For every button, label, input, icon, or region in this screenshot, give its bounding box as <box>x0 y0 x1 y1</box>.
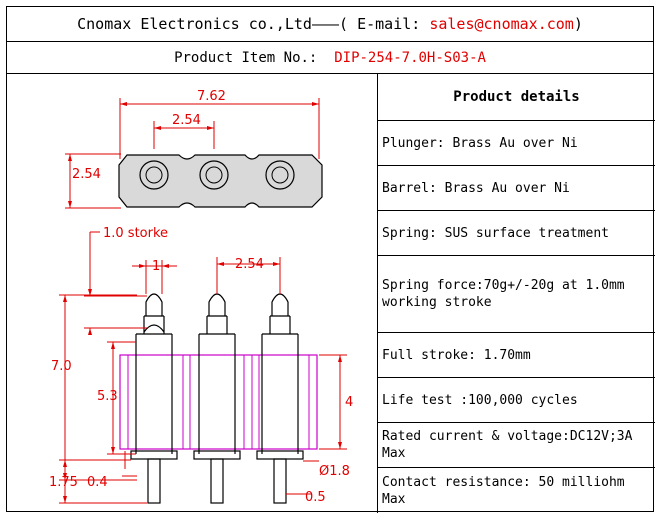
top-hole-inner-1 <box>145 166 163 184</box>
side-dimensions <box>59 231 347 504</box>
top-hole-outer-3 <box>265 160 295 190</box>
header-close-paren: ) <box>573 15 583 33</box>
detail-barrel: Barrel: Brass Au over Ni <box>378 166 655 211</box>
dim-height-top: 2.54 <box>72 167 101 182</box>
top-view-body <box>118 154 323 208</box>
top-arrows <box>68 102 319 208</box>
dim-tail-dia: Ø1.8 <box>319 464 350 479</box>
top-view <box>118 154 323 208</box>
email-link[interactable]: sales@cnomax.com <box>429 15 574 33</box>
pin-3 <box>256 293 304 504</box>
product-item-bar: Product Item No.: DIP-254-7.0H-S03-A <box>7 42 653 74</box>
dim-pitch: 2.54 <box>172 113 201 128</box>
dim-body: 5.3 <box>97 389 118 404</box>
top-dimensions <box>65 98 320 209</box>
dim-plunger: 1 <box>152 259 160 274</box>
top-hole-inner-2 <box>205 166 223 184</box>
detail-contact-resistance: Contact resistance: 50 milliohm Max <box>382 474 625 507</box>
stroke-note: 1.0 storke <box>103 226 168 241</box>
product-item-value: DIP-254-7.0H-S03-A <box>334 49 486 66</box>
details-panel: Product details Plunger: Brass Au over N… <box>378 74 655 513</box>
dim-pitch-total: 7.62 <box>197 89 226 104</box>
top-hole-outer-1 <box>139 160 169 190</box>
side-view <box>119 293 318 504</box>
detail-full-stroke: Full stroke: 1.70mm <box>378 333 655 378</box>
dim-tail: 1.75 <box>49 475 78 490</box>
dim-total-height: 7.0 <box>51 359 72 374</box>
header-dash: ——— <box>311 15 340 33</box>
dim-flange: 0.4 <box>87 475 108 490</box>
top-hole-outer-2 <box>199 160 229 190</box>
top-hole-inner-3 <box>271 166 289 184</box>
header-bar: Cnomax Electronics co.,Ltd ——— ( E-mail:… <box>7 7 653 42</box>
email-label: ( E-mail: <box>339 15 421 33</box>
detail-spring: Spring: SUS surface treatment <box>378 211 655 256</box>
company-name: Cnomax Electronics co.,Ltd <box>77 15 312 33</box>
drawing-svg: 7.62 2.54 2.54 <box>49 89 353 505</box>
housing <box>119 354 318 450</box>
housing-lines <box>127 355 310 449</box>
detail-rated: Rated current & voltage:DC12V;3A Max <box>378 423 655 468</box>
pin-1 <box>130 293 178 504</box>
side-arrows <box>63 262 342 503</box>
product-item-label: Product Item No.: <box>174 49 318 66</box>
dim-housing: 4 <box>345 395 353 410</box>
details-title: Product details <box>378 74 655 121</box>
detail-life-test: Life test :100,000 cycles <box>378 378 655 423</box>
pin-2 <box>193 293 241 504</box>
detail-plunger: Plunger: Brass Au over Ni <box>378 121 655 166</box>
dim-tail-thk: 0.5 <box>305 490 326 505</box>
detail-spring-force: Spring force:70g+/-20g at 1.0mm working … <box>378 256 655 333</box>
technical-drawing: 7.62 2.54 2.54 <box>7 74 378 513</box>
dim-pitch-side: 2.54 <box>235 257 264 272</box>
product-sheet: Cnomax Electronics co.,Ltd ——— ( E-mail:… <box>6 6 655 513</box>
